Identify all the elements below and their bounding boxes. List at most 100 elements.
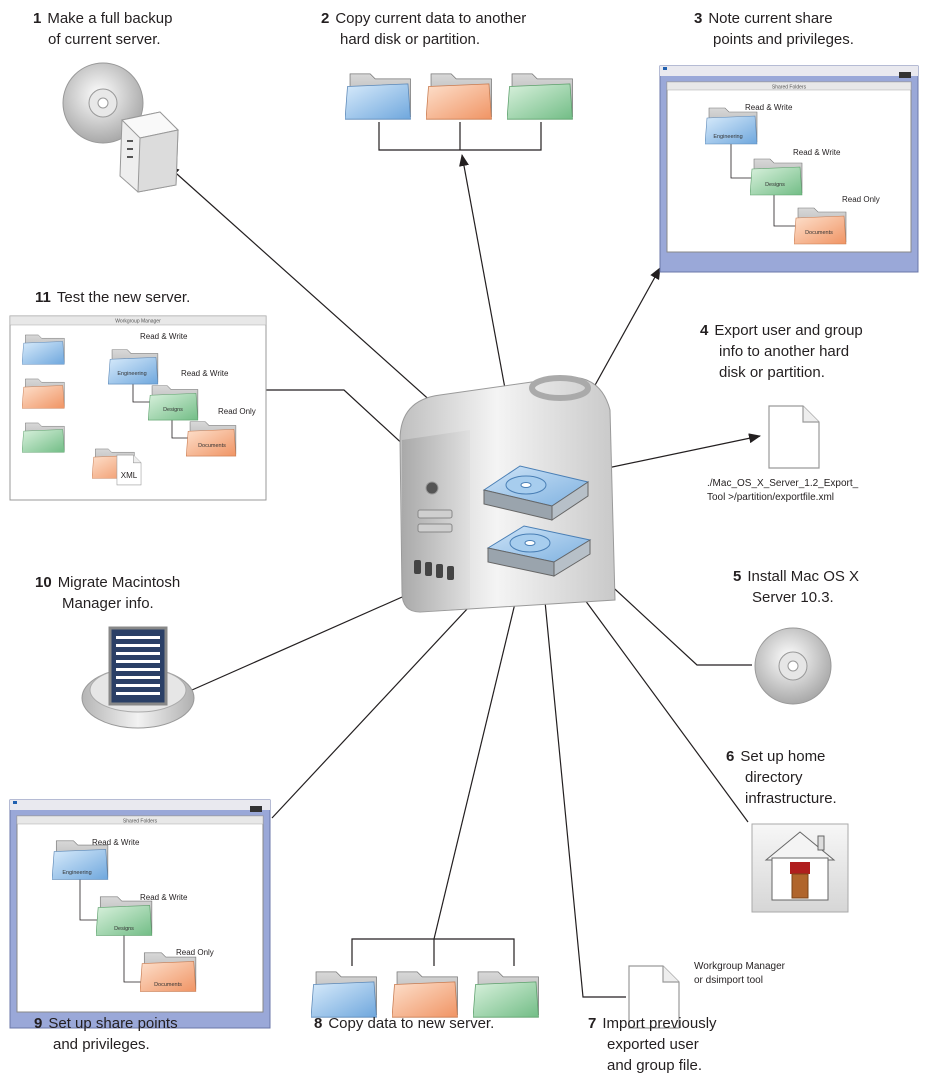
privilege-label: Read & Write [745,103,793,112]
privilege-label: Read Only [842,195,880,204]
arrow-home-dir [559,565,749,823]
export-file-icon [768,405,820,469]
bracket-step2 [378,122,542,151]
step-text: Manager info. [62,595,154,612]
step-text: Export user and group [714,322,863,339]
step-number: 4 [700,322,709,339]
step-text: and privileges. [53,1036,150,1053]
folder-orange-icon [392,971,458,1018]
step-number: 8 [314,1015,323,1032]
server-tower [399,375,616,613]
step-text: directory [745,769,803,786]
import-tool-caption: Workgroup Manager or dsimport tool [694,960,785,988]
export-command-caption: ./Mac_OS_X_Server_1.2_Export_ Tool >/par… [707,477,858,505]
share-points-window-top: Shared Folders Engineering Designs Docum… [659,65,919,273]
step-number: 2 [321,10,330,27]
upper-hard-disk [482,465,590,521]
step-text: Set up home [740,748,826,765]
step-text: Set up share points [48,1015,178,1032]
caption-line: Tool >/partition/exportfile.xml [707,492,835,503]
step-text: Install Mac OS X [747,568,860,585]
step-number: 5 [733,568,742,585]
folder-label: Designs [765,182,785,188]
privilege-label: Read Only [218,407,256,416]
macintosh-manager-icon [81,626,195,729]
step-9-label: 9 Set up share points and privileges. [34,1013,178,1055]
share-points-window-bottom: Shared Folders Engineering Designs Docum… [9,799,271,1029]
step-text: infrastructure. [745,790,837,807]
folder-green-icon [473,971,539,1018]
arrow-copy-new-data [433,565,527,940]
step-text: Make a full backup [47,10,173,27]
xml-file-label: XML [121,471,138,480]
privilege-label: Read & Write [140,332,188,341]
step-11-label: 11 Test the new server. [35,287,190,308]
step-text: Migrate Macintosh [57,574,181,591]
workgroup-window-title: Workgroup Manager [115,319,161,325]
folder-blue-icon [345,73,411,120]
privilege-label: Read & Write [140,893,188,902]
xml-file-icon [116,454,142,486]
step-5-label: 5 Install Mac OS X Server 10.3. [733,566,859,608]
step-6-label: 6 Set up home directory infrastructure. [726,746,837,809]
folder-blue-icon [311,971,377,1018]
caption-line: ./Mac_OS_X_Server_1.2_Export_ [707,478,859,489]
step-10-label: 10 Migrate Macintosh Manager info. [35,572,180,614]
privilege-label: Read & Write [793,148,841,157]
folder-label: Designs [114,926,134,932]
workgroup-manager-window: Workgroup Manager Engineering Designs Do… [9,315,267,501]
step-text: exported user [607,1036,699,1053]
step2-folders [345,73,573,120]
caption-line: Workgroup Manager [694,961,785,972]
step-number: 1 [33,10,42,27]
folder-label: Documents [805,230,833,236]
lower-hard-disk [486,525,592,577]
step-text: Copy data to new server. [328,1015,495,1032]
step-text: disk or partition. [719,364,825,381]
step-text: info to another hard [719,343,850,360]
step-text: Import previously [602,1015,717,1032]
step-number: 11 [35,289,51,306]
backup-icon [62,62,180,193]
step-number: 10 [35,574,52,591]
folder-label: Engineering [62,870,91,876]
step-2-label: 2 Copy current data to another hard disk … [321,8,526,50]
folder-label: Documents [154,982,182,988]
step-number: 3 [694,10,703,27]
folder-label: Documents [198,443,226,449]
step-number: 6 [726,748,735,765]
install-cd-icon [754,627,832,705]
home-directory-icon [751,823,849,913]
step-text: Copy current data to another [335,10,527,27]
bracket-step8 [351,938,515,966]
step-text: Test the new server. [56,289,191,306]
privilege-label: Read & Write [181,369,229,378]
step-text: and group file. [607,1057,703,1074]
step-text: of current server. [48,31,161,48]
step-7-label: 7 Import previously exported user and gro… [588,1013,717,1076]
step-number: 7 [588,1015,597,1032]
folder-label: Designs [163,407,183,413]
folder-orange-icon [426,73,492,120]
folder-label: Engineering [713,134,742,140]
arrow-import-file [538,569,626,998]
step-8-label: 8 Copy data to new server. [314,1013,494,1034]
folder-green-icon [507,73,573,120]
share-window-title: Shared Folders [123,819,158,825]
caption-line: or dsimport tool [694,975,763,986]
step-1-label: 1 Make a full backup of current server. [33,8,172,50]
step-text: hard disk or partition. [340,31,481,48]
folder-label: Engineering [117,371,146,377]
privilege-label: Read & Write [92,838,140,847]
step8-folders [311,971,539,1018]
privilege-label: Read Only [176,948,214,957]
step-4-label: 4 Export user and group info to another h… [700,320,863,383]
step-number: 9 [34,1015,43,1032]
step-text: Server 10.3. [752,589,834,606]
share-window-title: Shared Folders [772,85,807,91]
step-text: points and privileges. [713,31,854,48]
arrow-install-os [577,554,752,666]
